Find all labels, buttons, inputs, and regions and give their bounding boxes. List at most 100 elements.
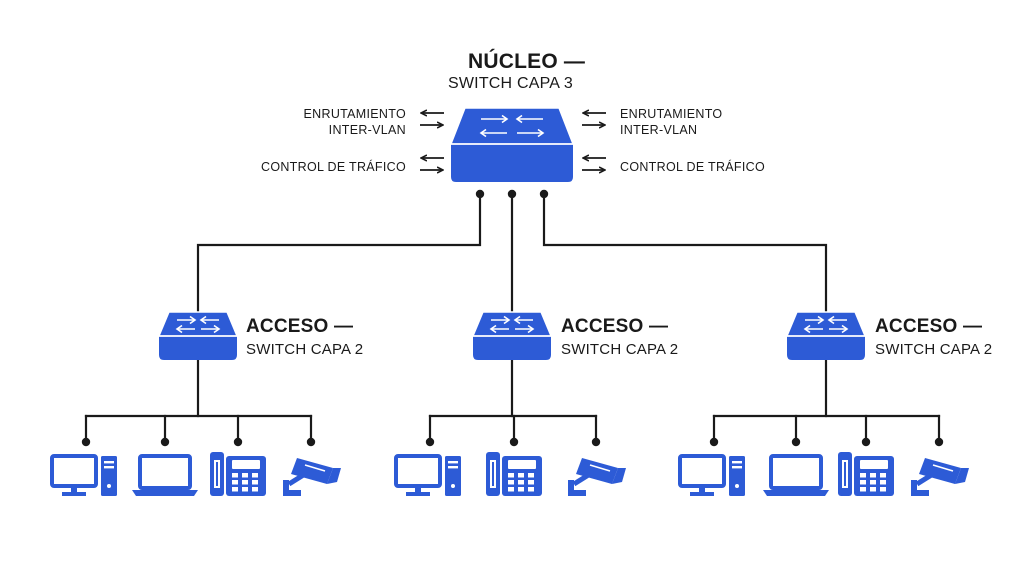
ip-phone-icon-key <box>508 473 514 478</box>
device-port <box>306 437 316 447</box>
access-switch-icon-3-arrow-head <box>841 324 849 334</box>
access-switch-icon-2-arrow-head <box>503 315 511 325</box>
ip-phone-icon-key <box>860 480 866 485</box>
core-function-right-bottom: CONTROL DE TRÁFICO <box>620 160 765 174</box>
ip-phone-icon-key <box>870 473 876 478</box>
desktop-computer-icon-tower-slot2 <box>732 466 742 469</box>
security-camera-icon-body <box>576 458 618 484</box>
desktop-computer-icon-stand <box>71 486 77 493</box>
access-switch-icon-1-arrow-head <box>199 315 207 325</box>
security-camera-icon-body <box>291 458 333 484</box>
access-subtitle-3: SWITCH CAPA 2 <box>875 341 993 358</box>
security-camera-icon-hood <box>955 468 969 484</box>
security-camera-icon <box>911 458 969 496</box>
ip-phone-icon <box>486 452 542 496</box>
desktop-computer-icon <box>394 454 461 496</box>
core-function-left-top: ENRUTAMIENTO INTER-VLAN <box>303 107 406 137</box>
laptop-icon <box>763 454 829 496</box>
access-switch-icon-1-arrow-head <box>175 324 183 334</box>
right-top-arrows-icon <box>582 113 606 125</box>
security-camera-icon-mount <box>568 480 586 496</box>
core-switch-icon-arrow-head <box>479 128 487 138</box>
core-switch-icon-top <box>449 107 575 145</box>
access-switch-icon-1-arrow-head <box>189 315 197 325</box>
core-function-left-bottom: CONTROL DE TRÁFICO <box>261 160 406 174</box>
desktop-computer-icon-tower-slot2 <box>104 466 114 469</box>
access-switch-icon-2-front <box>473 336 551 360</box>
security-camera-icon <box>568 458 626 496</box>
access-title-2: ACCESO — <box>561 316 669 337</box>
core-switch-icon-arrow-head <box>515 114 523 124</box>
ip-phone-icon <box>838 452 894 496</box>
desktop-computer-icon-base <box>62 492 86 496</box>
laptop-icon-keyboard <box>763 490 829 496</box>
ip-phone-icon-handset-cord <box>216 462 218 486</box>
core-switch-icon-front <box>451 144 573 182</box>
desktop-computer-icon-tower-led <box>107 484 111 488</box>
desktop-computer-icon-tower-slot2 <box>448 466 458 469</box>
desktop-computer-icon-tower-slot <box>732 461 742 464</box>
access-switch-icon-3 <box>785 311 867 360</box>
security-camera-icon-hood <box>612 468 626 484</box>
device-port <box>425 437 435 447</box>
desktop-computer-icon-monitor <box>50 454 98 488</box>
device-port <box>160 437 170 447</box>
ip-phone-icon-key <box>508 487 514 492</box>
access-switch-icon-3-arrow-head <box>827 315 835 325</box>
device-port <box>509 437 519 447</box>
access-title-3: ACCESO — <box>875 316 983 337</box>
ip-phone-icon-key <box>232 480 238 485</box>
desktop-computer-icon-base <box>690 492 714 496</box>
device-port <box>709 437 719 447</box>
right-bottom-arrows-icon <box>582 158 606 170</box>
ip-phone-icon <box>210 452 266 496</box>
device-port <box>791 437 801 447</box>
access-switch-icon-1-arrow-head <box>213 324 221 334</box>
desktop-computer-icon-tower-slot <box>448 461 458 464</box>
access-title-1: ACCESO — <box>246 316 354 337</box>
ip-phone-icon-key <box>518 480 524 485</box>
ip-phone-icon-handset-cord <box>492 462 494 486</box>
core-function-right-top: ENRUTAMIENTO INTER-VLAN <box>620 107 723 137</box>
security-camera-icon-stripe <box>304 464 326 472</box>
desktop-computer-icon-base <box>406 492 430 496</box>
desktop-computer-icon <box>50 454 117 496</box>
core-switch-icon <box>449 107 575 182</box>
access-switch-icon-1-top <box>157 311 239 337</box>
ip-phone-icon-key <box>232 487 238 492</box>
ip-phone-icon-display <box>860 460 888 469</box>
security-camera-icon-mount <box>911 480 929 496</box>
ip-phone-icon-display <box>508 460 536 469</box>
security-camera-icon-mount <box>283 480 301 496</box>
desktop-computer-icon-monitor <box>394 454 442 488</box>
access-subtitle-2: SWITCH CAPA 2 <box>561 341 679 358</box>
access-switch-icon-2-arrow-head <box>489 324 497 334</box>
access-switch-icon-3-arrow-head <box>803 324 811 334</box>
ip-phone-icon-key <box>880 473 886 478</box>
desktop-computer-icon-stand <box>699 486 705 493</box>
security-camera-icon-stripe <box>589 464 611 472</box>
link-core-access-1 <box>196 194 482 312</box>
ip-phone-icon-key <box>870 487 876 492</box>
laptop-icon-screen <box>769 454 823 490</box>
desktop-computer-icon <box>678 454 745 496</box>
connection-lines <box>81 189 944 447</box>
core-subtitle: SWITCH CAPA 3 <box>448 75 573 92</box>
ip-phone-icon-key <box>242 473 248 478</box>
access-switch-icon-2-top <box>471 311 553 337</box>
ip-phone-icon-key <box>860 473 866 478</box>
core-switch-icon-arrow-head <box>501 114 509 124</box>
ip-phone-icon-key <box>528 480 534 485</box>
device-port <box>591 437 601 447</box>
security-camera-icon-body <box>919 458 961 484</box>
security-camera-icon-hood <box>327 468 341 484</box>
laptop-icon-keyboard <box>132 490 198 496</box>
device-port <box>934 437 944 447</box>
device-port <box>861 437 871 447</box>
left-bottom-arrows-icon <box>420 158 444 170</box>
desktop-computer-icon-tower-led <box>451 484 455 488</box>
ip-phone-icon-key <box>880 480 886 485</box>
device-port <box>233 437 243 447</box>
access-switch-icon-2 <box>471 311 553 360</box>
